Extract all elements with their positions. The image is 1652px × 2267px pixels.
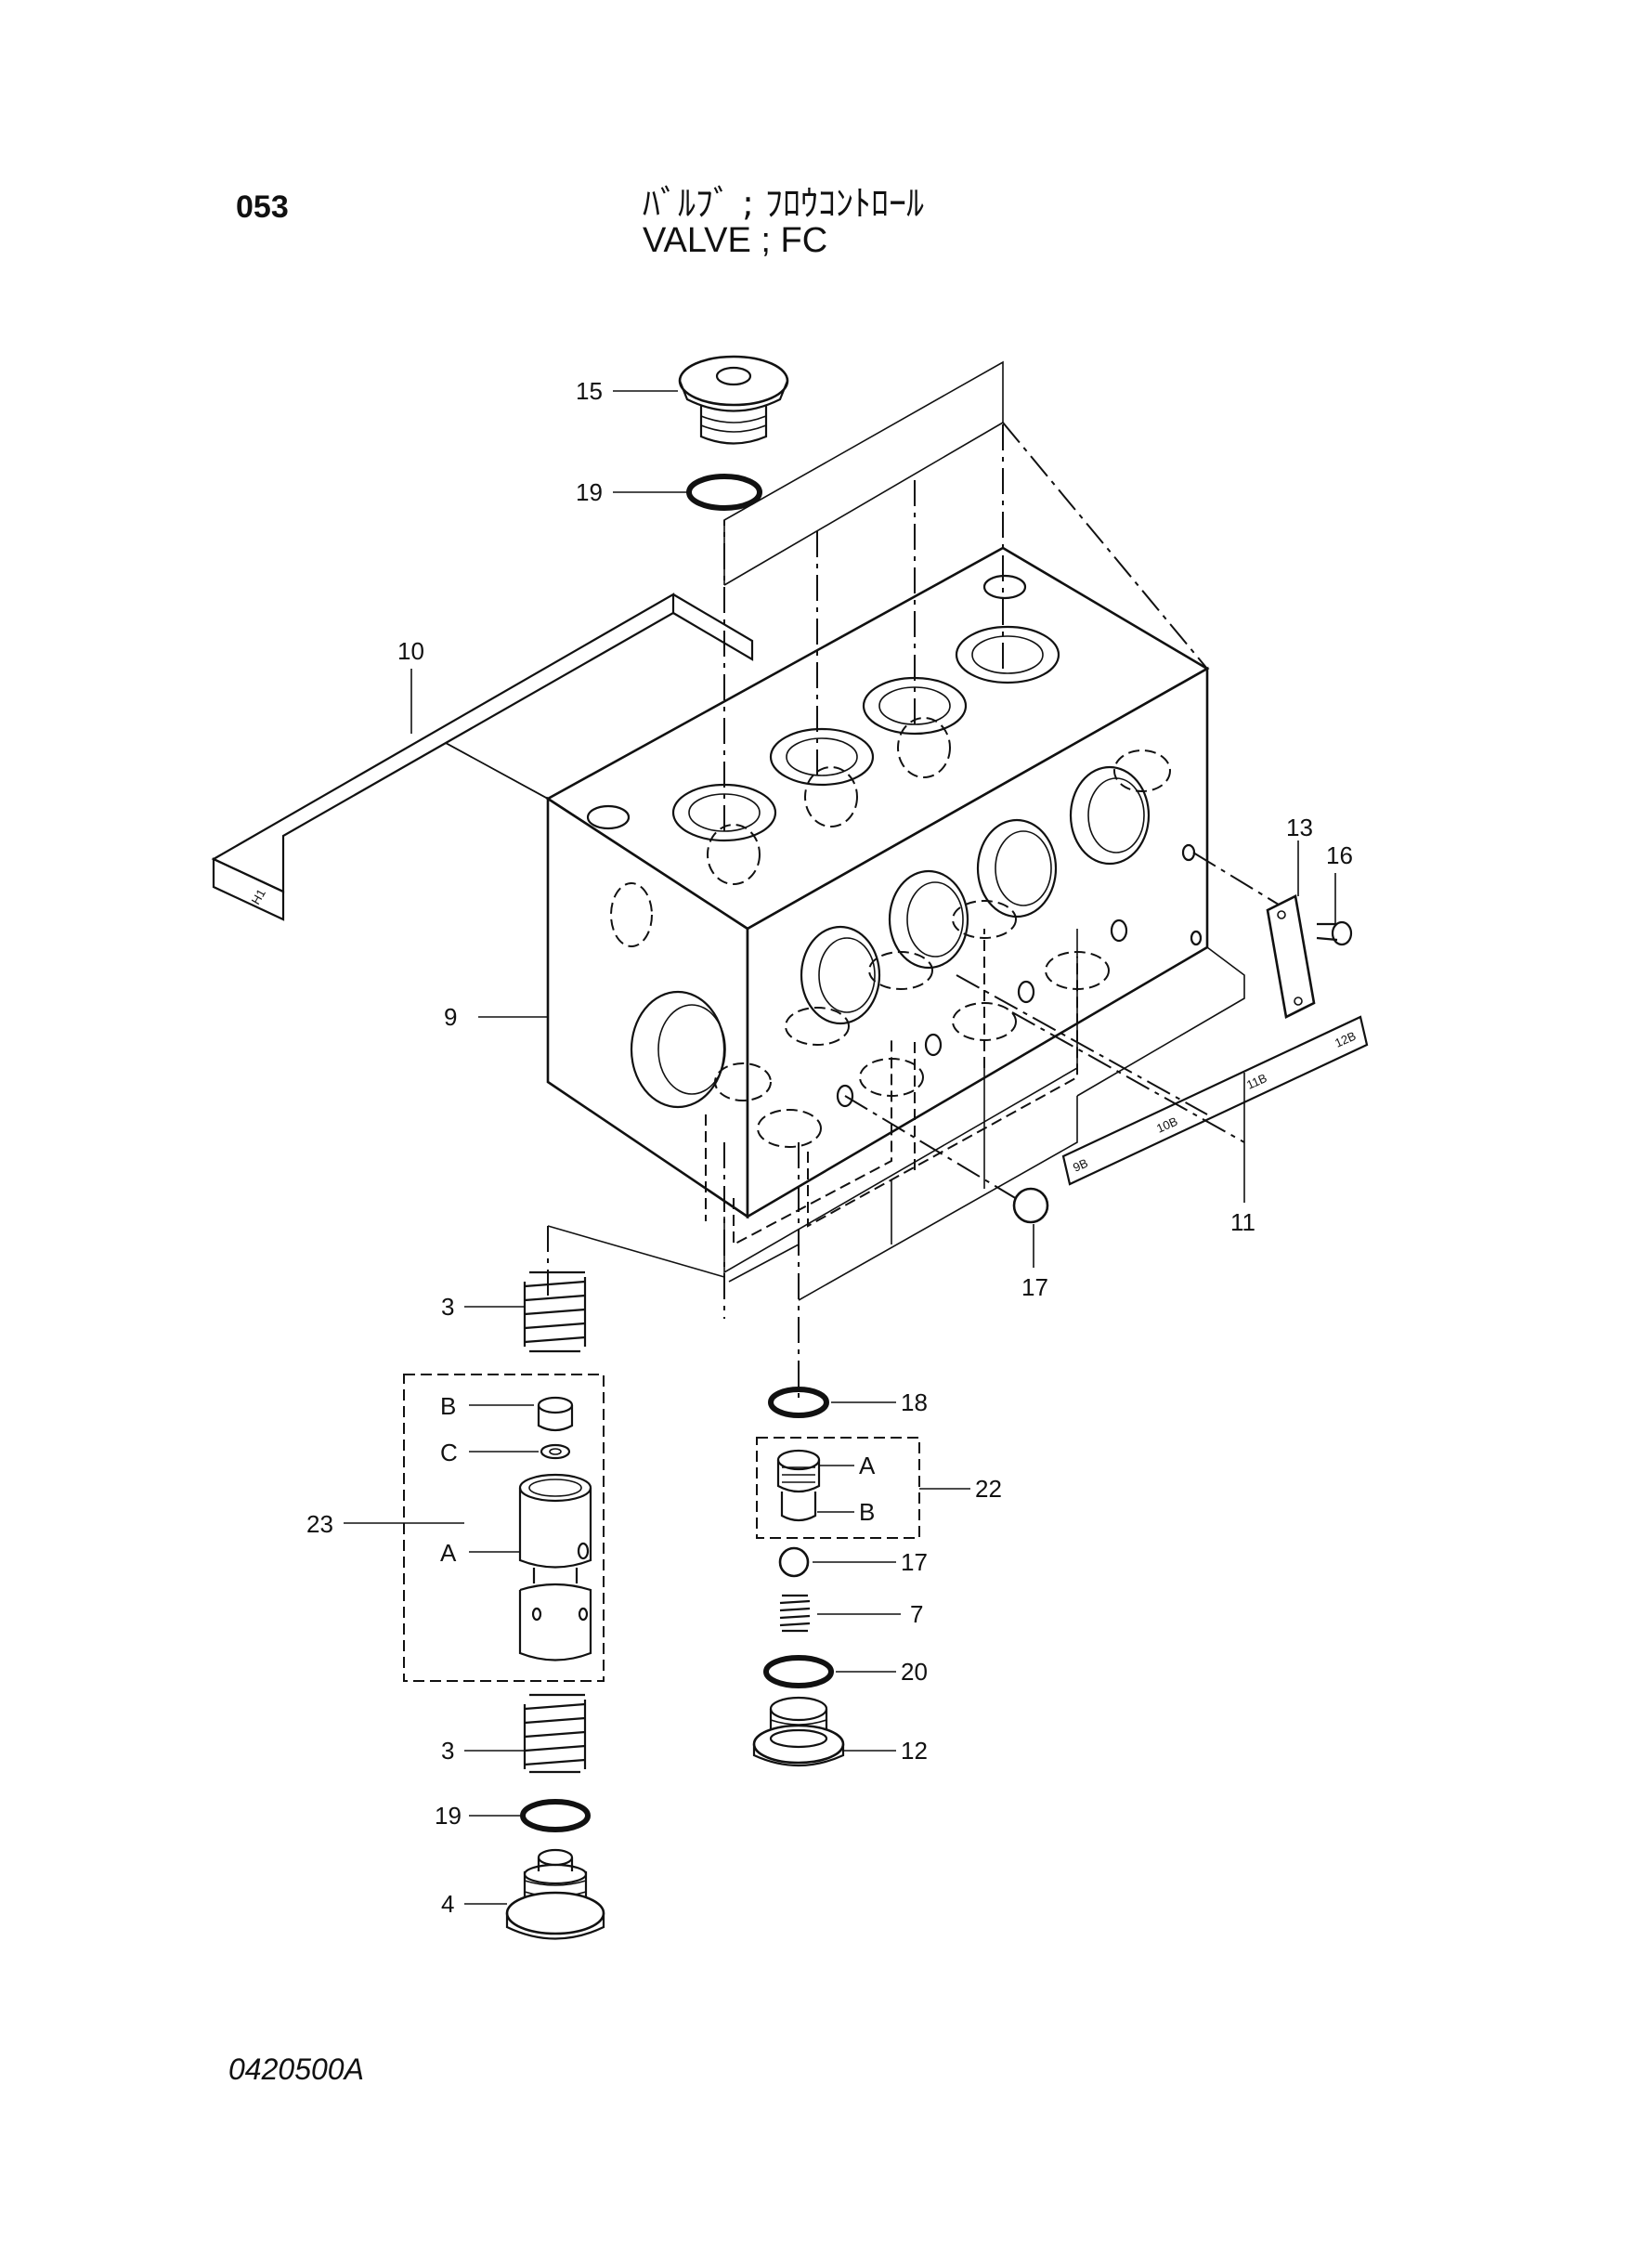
callout-15: 15 (576, 377, 603, 405)
plate-11-tag-9b: 9B (1071, 1156, 1090, 1175)
plug-part-12 (752, 1696, 845, 1767)
ball-part-17-body (1012, 1187, 1049, 1224)
title-japanese: ﾊﾞﾙﾌﾞ ; ﾌﾛｳｺﾝﾄﾛｰﾙ (643, 183, 924, 224)
ball-part-17 (778, 1546, 810, 1578)
callout-12: 12 (901, 1737, 928, 1765)
screw-part-16 (1316, 920, 1353, 946)
callout-19-top: 19 (576, 478, 603, 506)
plate-11-tag-10b: 10B (1154, 1114, 1179, 1136)
assembly-23-label-b: B (440, 1392, 456, 1420)
o-ring-part-19-top (686, 474, 762, 511)
callout-17-body: 17 (1021, 1273, 1048, 1301)
drawing-number: 0420500A (228, 2052, 364, 2086)
page-number: 053 (236, 189, 289, 225)
plug-part-15 (678, 355, 789, 445)
callout-7: 7 (910, 1600, 923, 1628)
plate-11-tag-11b: 11B (1244, 1071, 1268, 1092)
callout-20: 20 (901, 1658, 928, 1686)
callout-18: 18 (901, 1388, 928, 1416)
callout-3-bottom: 3 (441, 1737, 454, 1765)
assembly-part-23 (403, 1374, 605, 1682)
valve-body-part-9 (545, 546, 1210, 1246)
callout-10: 10 (397, 637, 424, 665)
callout-numbers: 15 19 10 9 13 16 11 17 3 B C A 23 3 19 4… (306, 377, 1353, 1918)
leader-lines (344, 390, 1336, 1905)
o-ring-part-19-bottom (520, 1799, 591, 1832)
plate-part-11: 9B 10B 11B 12B (1061, 1015, 1369, 1186)
callout-11: 11 (1230, 1208, 1255, 1236)
callout-3-top: 3 (441, 1293, 454, 1321)
assembly-23-label-a: A (440, 1539, 457, 1567)
callout-19-bottom: 19 (435, 1802, 462, 1830)
plate-11-tag-12b: 12B (1333, 1029, 1358, 1050)
callout-13: 13 (1286, 814, 1313, 841)
cover-part-13 (1266, 894, 1316, 1019)
callout-23: 23 (306, 1510, 333, 1538)
spring-part-7 (779, 1594, 811, 1633)
plate-part-10: H1 (211, 593, 754, 921)
o-ring-part-18 (768, 1387, 829, 1418)
assembly-23-label-c: C (440, 1439, 458, 1466)
assembly-part-22 (756, 1437, 920, 1539)
assembly-22-label-b: B (859, 1498, 875, 1526)
title-english: VALVE ; FC (643, 221, 828, 260)
callout-4: 4 (441, 1890, 454, 1918)
callout-9: 9 (444, 1003, 457, 1031)
spring-part-3-bottom (523, 1693, 587, 1774)
o-ring-part-20 (763, 1655, 834, 1688)
callout-22: 22 (975, 1475, 1002, 1503)
spring-part-3-top (523, 1270, 587, 1353)
callout-17: 17 (901, 1548, 928, 1576)
assembly-22-label-a: A (859, 1452, 876, 1479)
plug-part-4 (505, 1848, 605, 1940)
callout-16: 16 (1326, 841, 1353, 869)
plate-10-tag: H1 (249, 887, 268, 907)
